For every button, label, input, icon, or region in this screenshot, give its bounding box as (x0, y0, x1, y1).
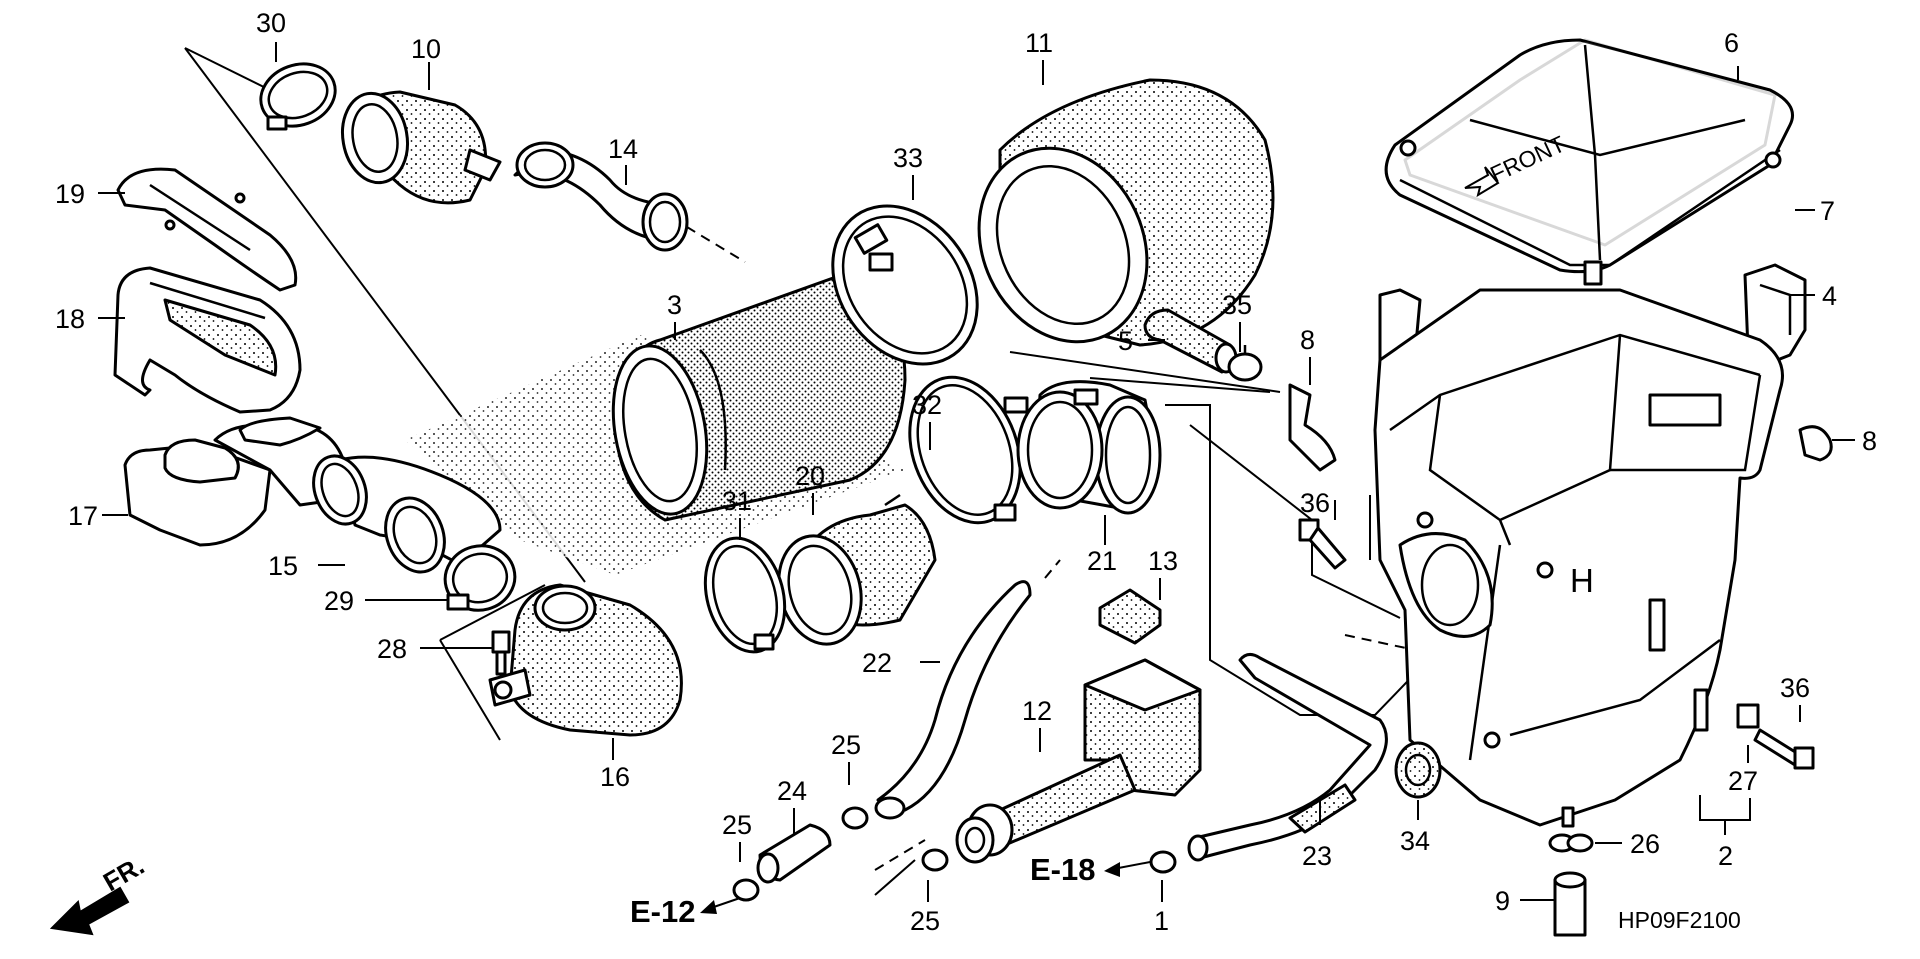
callout-14: 14 (608, 134, 638, 164)
part-15-hose (312, 454, 502, 574)
part-8-clip-b (1798, 425, 1833, 462)
callout-25c: 25 (910, 906, 940, 936)
reference-e12: E-12 (630, 894, 741, 929)
part-9-drain-tube (1553, 871, 1587, 937)
callout-6: 6 (1724, 28, 1739, 58)
callout-21: 21 (1087, 546, 1117, 576)
callout-16: 16 (600, 762, 630, 792)
callout-8b: 8 (1862, 426, 1877, 456)
part-24-short-hose (756, 823, 832, 884)
part-3-filter-element (611, 270, 907, 522)
part-26-clip (1548, 833, 1594, 853)
callout-30: 30 (256, 8, 286, 38)
part-11-outer-filter (977, 78, 1275, 347)
part-14-elbow-tube (513, 141, 689, 252)
callout-13: 13 (1148, 546, 1178, 576)
part-6-cover: FRONT (1384, 38, 1794, 286)
callout-8a: 8 (1300, 325, 1315, 355)
callout-32: 32 (912, 390, 942, 420)
part-18-duct (113, 266, 302, 414)
part-13-pad (1098, 588, 1162, 645)
callout-4: 4 (1822, 281, 1837, 311)
part-22-hose (874, 580, 1032, 820)
callout-12: 12 (1022, 696, 1052, 726)
callout-25b: 25 (722, 810, 752, 840)
callout-36b: 36 (1780, 673, 1810, 703)
case-h-mark: H (1570, 562, 1594, 599)
part-35-clip (1227, 345, 1263, 382)
part-16-chamber (488, 583, 683, 737)
callout-35: 35 (1222, 290, 1252, 320)
part-12-drain-assembly (955, 658, 1202, 864)
callout-leaders (98, 42, 1855, 902)
part-25-clips (732, 806, 1177, 902)
part-29-clamp (443, 544, 517, 612)
callout-18: 18 (55, 304, 85, 334)
callout-19: 19 (55, 179, 85, 209)
callout-28: 28 (377, 634, 407, 664)
callout-22: 22 (862, 648, 892, 678)
callout-27: 27 (1728, 766, 1758, 796)
part-27-nut (1736, 703, 1760, 729)
part-19-cover (116, 167, 298, 292)
callout-24: 24 (777, 776, 807, 806)
part-17-inlet-duct (123, 416, 347, 547)
callout-33: 33 (893, 143, 923, 173)
part-33-large-clamp (831, 204, 979, 366)
callout-10: 10 (411, 34, 441, 64)
reference-e18: E-18 (1030, 852, 1151, 887)
callout-23: 23 (1302, 841, 1332, 871)
callout-29: 29 (324, 586, 354, 616)
fr-label: FR. (98, 850, 149, 897)
figure-code: HP09F2100 (1618, 907, 1741, 933)
part-31-clamp (703, 536, 787, 654)
callout-1: 1 (1154, 906, 1169, 936)
callout-36a: 36 (1300, 488, 1330, 518)
callout-25a: 25 (831, 730, 861, 760)
part-30-clamp (259, 62, 337, 131)
callout-17: 17 (68, 501, 98, 531)
part-32-clamp (908, 375, 1022, 525)
callout-5: 5 (1118, 326, 1133, 356)
part-36-bolt-b (1753, 728, 1815, 770)
part-34-grommet (1394, 741, 1442, 799)
part-21-connector (1003, 380, 1162, 515)
part-28-bolt (491, 630, 511, 676)
callout-34: 34 (1400, 826, 1430, 856)
part-2-case: H (1373, 288, 1784, 828)
callout-9: 9 (1495, 886, 1510, 916)
part-36-bolt-a (1298, 518, 1347, 570)
callout-26: 26 (1630, 829, 1660, 859)
part-23-drain-hose (1187, 653, 1388, 862)
ref-e18-label: E-18 (1030, 852, 1095, 887)
part-10-intake-joint (341, 90, 502, 205)
callout-31: 31 (722, 486, 752, 516)
callout-15: 15 (268, 551, 298, 581)
ref-e12-label: E-12 (630, 894, 695, 929)
part-20-boot (777, 493, 937, 646)
callout-numbers: 30 10 14 19 18 17 15 29 28 16 3 33 11 6 … (55, 8, 1877, 936)
front-direction-arrow: FR. (49, 850, 149, 936)
part-8-clip-a (1288, 383, 1337, 472)
callout-2: 2 (1718, 841, 1733, 871)
callout-3: 3 (667, 290, 682, 320)
callout-7: 7 (1820, 196, 1835, 226)
callout-11: 11 (1025, 28, 1053, 58)
callout-20: 20 (795, 461, 825, 491)
